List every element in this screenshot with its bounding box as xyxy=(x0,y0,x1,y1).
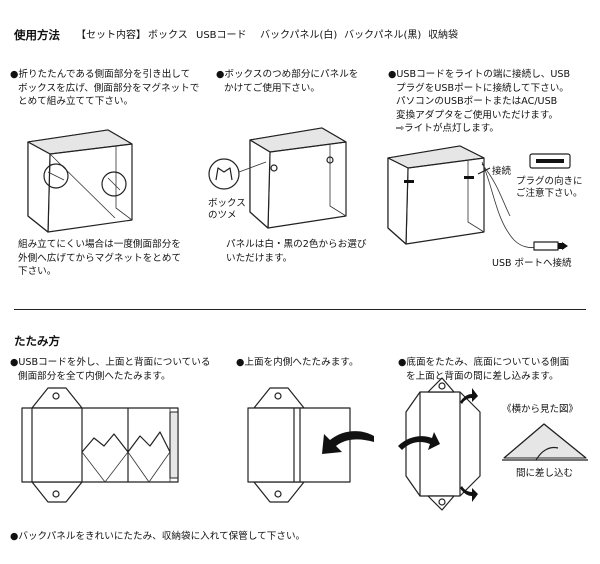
box-diagram-icon xyxy=(387,145,568,251)
claw-label-line: のツメ xyxy=(208,210,237,221)
usb-plug-icon xyxy=(529,153,571,169)
usage-step1-line: ●折りたたんである側面部分を引き出して xyxy=(10,69,191,80)
tab-storage-bag: 収納袋 xyxy=(428,30,458,41)
folding-step1-text: ●USBコードを外し、上面と背面についている 側面部分を全て内側へたたみます。 xyxy=(10,356,210,383)
usage-step1-note: 組み立てにくい場合は一度側面部分を 外側へ広げてからマグネットをとめて 下さい。 xyxy=(18,238,181,279)
insert-label: 間に差し込む xyxy=(516,468,574,479)
tab-box: ボックス xyxy=(148,30,188,41)
folding-step1-line: ●USBコードを外し、上面と背面についている xyxy=(10,357,211,368)
fold-arrow-icon xyxy=(460,388,478,404)
side-view-label: 《横から見た図》 xyxy=(502,404,579,415)
folding-step1-line: 側面部分を全て内側へたたみます。 xyxy=(18,370,171,382)
box-diagram-icon xyxy=(27,129,133,233)
usage-step1-line: とめて組み立てて下さい。 xyxy=(18,96,134,107)
usage-step3-line: プラグをUSBポートに接続して下さい。 xyxy=(396,82,569,94)
folding-final-text: ●バックパネルをきれいにたたみ、収納袋に入れて保管して下さい。 xyxy=(10,531,306,542)
plug-note-line: プラグの向きに xyxy=(516,176,583,187)
fold-arrow-icon xyxy=(322,431,374,454)
usage-step1-text: ●折りたたんである側面部分を引き出して ボックスを広げ、側面部分をマグネットで … xyxy=(10,68,199,109)
tab-set-contents: 【セット内容】 xyxy=(76,30,146,41)
usage-step2-line: かけてご使用下さい。 xyxy=(224,82,320,94)
usage-step3-line: ⇨ライトが点灯します。 xyxy=(396,123,500,134)
usage-step2-text: ●ボックスのつめ部分にパネルを かけてご使用下さい。 xyxy=(216,68,358,95)
tab-usb-cord: USBコード xyxy=(196,30,247,41)
folding-step3-text: ●底面をたたみ、底面についている側面 を上面と背面の間に差し込みます。 xyxy=(398,356,569,383)
tab-back-panel-white: バックパネル(白) xyxy=(260,30,338,41)
usage-title: 使用方法 xyxy=(14,28,60,42)
section-divider xyxy=(14,309,586,310)
connect-label: 接続 xyxy=(492,166,512,177)
usage-step2-note-line: いただけます。 xyxy=(226,252,293,264)
tab-back-panel-black: バックパネル(黒) xyxy=(344,30,422,41)
folding-step2-text: ●上面を内側へたたみます。 xyxy=(236,356,359,370)
usage-step2-line: ●ボックスのつめ部分にパネルを xyxy=(216,69,359,80)
folding-step2-line: ●上面を内側へたたみます。 xyxy=(236,357,359,368)
side-view-diagram xyxy=(502,423,588,461)
box-diagram-icon xyxy=(249,127,347,229)
claw-label-line: ボックス xyxy=(208,198,246,209)
fold-arrow-icon xyxy=(398,432,440,450)
fold-diagram-1 xyxy=(21,387,179,503)
usage-step3-text: ●USBコードをライトの端に接続し、USB プラグをUSBポートに接続して下さい… xyxy=(388,68,570,136)
folding-step3-line: ●底面をたたみ、底面についている側面 xyxy=(398,357,570,368)
plug-note: プラグの向きに ご注意下さい。 xyxy=(516,176,583,200)
claw-label: ボックス のツメ xyxy=(208,198,246,222)
folding-step3-line: を上面と背面の間に差し込みます。 xyxy=(406,370,559,382)
usage-step3-line: ●USBコードをライトの端に接続し、USB xyxy=(388,69,571,80)
usb-port-label: USB ポートへ接続 xyxy=(492,258,572,269)
usage-step3-line: パソコンのUSBポートまたはAC/USB xyxy=(396,96,558,107)
usage-step1-note-line: 外側へ広げてからマグネットをとめて xyxy=(18,252,182,264)
claw-icon xyxy=(208,158,267,190)
fold-diagram-3 xyxy=(405,377,481,511)
usage-step2-note-line: パネルは白・黒の2色からお選び xyxy=(226,239,367,250)
usage-step1-note-line: 下さい。 xyxy=(18,266,57,277)
fold-arrow-icon xyxy=(460,486,478,502)
usage-step1-note-line: 組み立てにくい場合は一度側面部分を xyxy=(18,239,181,250)
usage-step2-note: パネルは白・黒の2色からお選び いただけます。 xyxy=(226,238,366,265)
usage-step1-line: ボックスを広げ、側面部分をマグネットで xyxy=(18,82,200,94)
folding-title: たたみ方 xyxy=(14,334,60,348)
plug-note-line: ご注意下さい。 xyxy=(516,188,583,199)
usage-step3-line: 変換アダプタをご使用いただけます。 xyxy=(396,109,559,121)
